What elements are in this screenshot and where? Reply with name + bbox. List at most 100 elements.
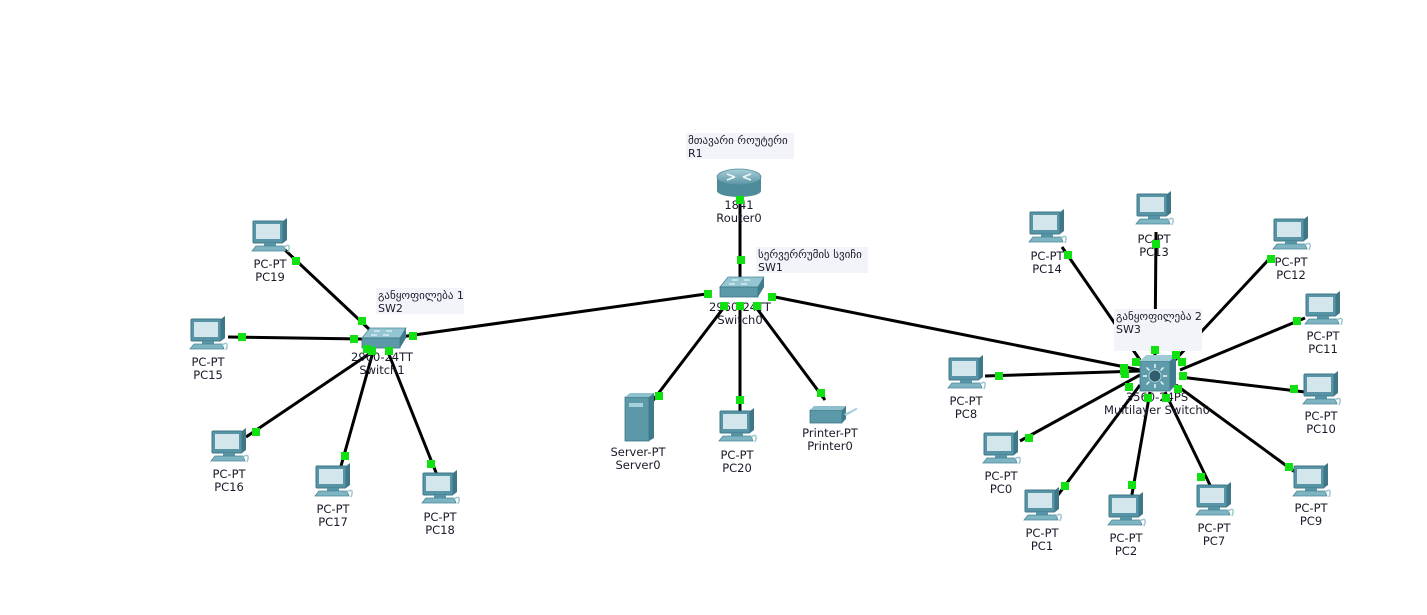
- link-mls0-pc10[interactable]: [1179, 375, 1306, 394]
- pc-icon[interactable]: [1107, 492, 1146, 527]
- link-switch1-pc15[interactable]: [227, 335, 363, 341]
- link-switch1-pc16[interactable]: [245, 350, 373, 439]
- note-background: [376, 288, 464, 314]
- port-indicator-mls0: [1144, 394, 1152, 402]
- pc-icon[interactable]: [718, 408, 757, 443]
- port-indicator-pc14: [1064, 251, 1072, 259]
- port-indicator-pc2: [1128, 481, 1136, 489]
- port-indicator-switch0: [704, 290, 712, 298]
- device-name-label: PC2: [1115, 544, 1137, 558]
- port-indicator-switch0: [753, 302, 761, 310]
- pc-icon[interactable]: [1292, 463, 1331, 498]
- link-mls0-pc7[interactable]: [1163, 391, 1212, 486]
- port-indicator-pc0: [1025, 434, 1033, 442]
- pc-icon[interactable]: [210, 428, 249, 463]
- pc-icon[interactable]: [1302, 371, 1341, 406]
- port-indicator-pc11: [1293, 317, 1301, 325]
- device-model-label: PC-PT: [720, 448, 754, 462]
- link-mls0-pc11[interactable]: [1179, 316, 1306, 372]
- pc-icon[interactable]: [421, 470, 460, 505]
- device-model-label: PC-PT: [949, 394, 983, 408]
- device-name-label: PC7: [1203, 534, 1225, 548]
- link-switch0-mls0[interactable]: [769, 294, 1141, 372]
- pc-icon[interactable]: [189, 316, 228, 351]
- port-indicator-switch1: [363, 345, 371, 353]
- link-switch1-pc17[interactable]: [339, 351, 375, 467]
- printer-icon[interactable]: [809, 406, 858, 424]
- link-mls0-pc9[interactable]: [1175, 383, 1296, 474]
- port-indicator-mls0: [1179, 372, 1187, 380]
- port-indicator-router0: [736, 196, 744, 204]
- pc-icon[interactable]: [1023, 487, 1062, 522]
- pc-icon[interactable]: [1135, 191, 1174, 226]
- link-switch1-pc18[interactable]: [386, 351, 439, 476]
- port-indicator-pc13: [1152, 240, 1160, 248]
- router-icon[interactable]: [716, 168, 762, 197]
- pc-icon[interactable]: [982, 430, 1021, 465]
- device-model-label: PC-PT: [316, 502, 350, 516]
- link-mls0-pc1[interactable]: [1056, 384, 1142, 496]
- port-indicator-server0: [655, 392, 663, 400]
- link-switch0-server0[interactable]: [649, 305, 727, 404]
- port-indicator-switch1: [385, 347, 393, 355]
- port-indicator-mls0: [1174, 385, 1182, 393]
- pc-icon[interactable]: [1304, 291, 1343, 326]
- device-name-label: Server0: [615, 458, 660, 472]
- note-background: [686, 133, 794, 159]
- device-name-label: Multilayer Switch0: [1104, 403, 1210, 417]
- note-line-1: განყოფილება 1: [378, 289, 464, 302]
- pc-icon[interactable]: [947, 355, 986, 390]
- note-line-2: R1: [688, 147, 703, 160]
- pc-icon[interactable]: [1195, 482, 1234, 517]
- link-switch0-switch1[interactable]: [399, 292, 707, 339]
- switch-icon[interactable]: [719, 276, 765, 298]
- switch-icon[interactable]: [361, 327, 407, 349]
- pc-icon[interactable]: [314, 463, 353, 498]
- link-mls0-pc8[interactable]: [984, 369, 1141, 378]
- device-name-label: Printer0: [807, 439, 853, 453]
- pc-icon[interactable]: [1028, 209, 1067, 244]
- device-model-label: PC-PT: [1197, 521, 1231, 535]
- link-switch0-printer0[interactable]: [753, 305, 827, 401]
- server-icon[interactable]: [624, 393, 654, 442]
- port-indicator-pc8: [995, 372, 1003, 380]
- note-background: [1114, 309, 1202, 351]
- device-model-label: PC-PT: [1109, 531, 1143, 545]
- pc-icon[interactable]: [1272, 216, 1311, 251]
- device-model-label: 2960-24TT: [351, 350, 414, 364]
- device-model-label: PC-PT: [212, 467, 246, 481]
- device-model-label: PC-PT: [1274, 255, 1308, 269]
- ports-layer: [238, 196, 1301, 490]
- multilayer-switch-icon[interactable]: [1139, 355, 1176, 392]
- pc-icon[interactable]: [251, 218, 290, 253]
- port-indicator-pc19: [292, 257, 300, 265]
- link-mls0-pc0[interactable]: [1019, 373, 1141, 443]
